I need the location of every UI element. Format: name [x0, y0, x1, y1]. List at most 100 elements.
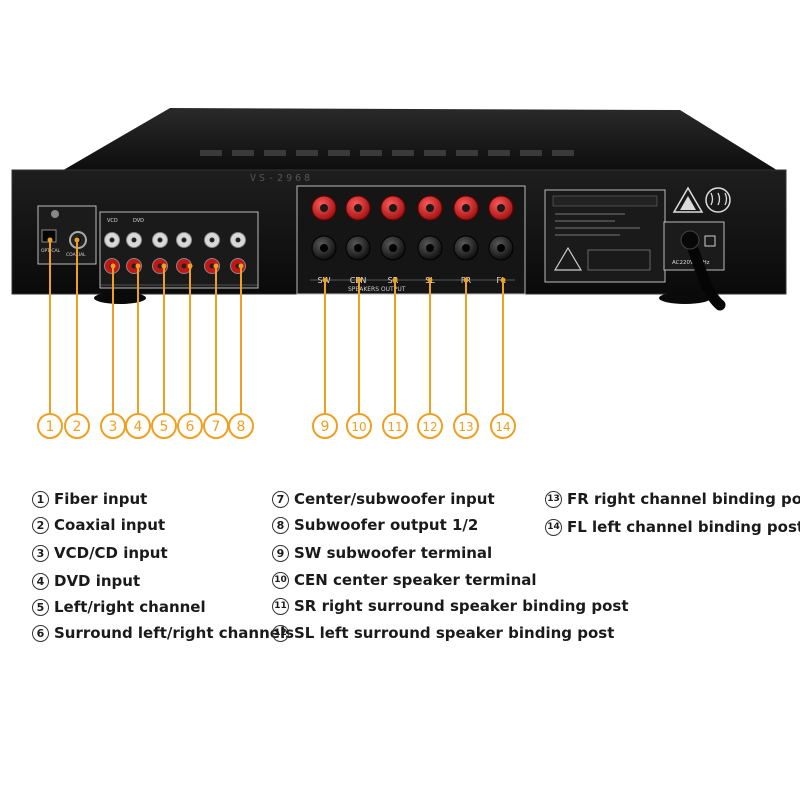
legend-text: SR right surround speaker binding post [294, 597, 629, 615]
heat-warning-icon [705, 187, 731, 213]
ground-screw [51, 210, 59, 218]
speakers-output-label: SPEAKERS OUTPUT [348, 286, 406, 293]
amplifier-rear-panel-diagram: VS-2968 OPTICAL COAXIAL VCD DVD SWCENSRS… [11, 108, 787, 439]
legend-text: VCD/CD input [54, 544, 168, 562]
rca-jack-white [126, 232, 142, 248]
legend-number: 14 [545, 518, 562, 536]
callout-badge: 8 [228, 413, 254, 439]
speaker-black-terminals [311, 235, 514, 261]
callout-badge: 4 [125, 413, 151, 439]
legend-item: 10 CEN center speaker terminal [272, 571, 537, 589]
vcd-label: VCD [107, 218, 118, 224]
callout-number: 13 [458, 420, 473, 434]
rca-jack-white [152, 232, 168, 248]
legend-text: SL left surround speaker binding post [294, 624, 615, 642]
speaker-terminal-black [311, 235, 337, 261]
legend-item: 9 SW subwoofer terminal [272, 544, 492, 562]
callout-badge: 1 [37, 413, 63, 439]
legend-item: 11 SR right surround speaker binding post [272, 597, 629, 615]
legend-item: 5 Left/right channel [32, 598, 206, 616]
legend-number: 3 [32, 544, 49, 562]
speaker-terminal-black [453, 235, 479, 261]
legend-item: 8 Subwoofer output 1/2 [272, 516, 478, 534]
callout-badge: 5 [151, 413, 177, 439]
rca-red-row [104, 258, 246, 274]
brand-logo-icon [672, 186, 704, 213]
model-label: VS-2968 [250, 173, 313, 184]
speaker-red-terminals [311, 195, 514, 221]
legend-number: 9 [272, 544, 289, 562]
legend-text: Left/right channel [54, 598, 206, 616]
chassis-top [60, 108, 780, 172]
legend-number: 2 [32, 516, 49, 534]
callout-badge: 9 [312, 413, 338, 439]
callout-badge: 14 [490, 413, 516, 439]
legend-item: 14 FL left channel binding post [545, 518, 800, 536]
callout-badge: 7 [203, 413, 229, 439]
legend-text: Surround left/right channels [54, 624, 295, 642]
vent-slots [200, 150, 574, 156]
rca-jack-white [176, 232, 192, 248]
callout-number: 2 [73, 419, 82, 435]
rca-jack-white [230, 232, 246, 248]
legend-item: 7 Center/subwoofer input [272, 490, 495, 508]
speaker-terminal-red [380, 195, 406, 221]
speaker-terminal-black [345, 235, 371, 261]
callout-badge: 12 [417, 413, 443, 439]
speaker-terminal-red [453, 195, 479, 221]
legend-number: 8 [272, 516, 289, 534]
callout-number: 5 [160, 419, 169, 435]
rca-jack-white [104, 232, 120, 248]
callout-number: 4 [134, 419, 143, 435]
foot-left [94, 292, 146, 304]
callout-badge: 10 [346, 413, 372, 439]
power-cord [684, 234, 726, 311]
legend-item: 2 Coaxial input [32, 516, 165, 534]
power-label: AC220V 50Hz [672, 260, 710, 266]
callout-badge: 11 [382, 413, 408, 439]
callout-badge: 6 [177, 413, 203, 439]
legend-text: FL left channel binding post [567, 518, 800, 536]
dvd-label: DVD [133, 218, 144, 224]
speaker-terminal-black [380, 235, 406, 261]
legend-item: 6 Surround left/right channels [32, 624, 294, 642]
legend-text: CEN center speaker terminal [294, 571, 537, 589]
warning-triangle-icon [553, 246, 583, 271]
callout-badge: 2 [64, 413, 90, 439]
legend-number: 10 [272, 571, 289, 589]
legend-number: 13 [545, 490, 562, 508]
speaker-terminal-red [488, 195, 514, 221]
legend-text: Center/subwoofer input [294, 490, 495, 508]
rca-input-plate [99, 211, 259, 289]
speaker-terminal-black [488, 235, 514, 261]
legend-item: 3 VCD/CD input [32, 544, 168, 562]
legend-number: 5 [32, 598, 49, 616]
legend-number: 1 [32, 490, 49, 508]
callout-number: 3 [109, 419, 118, 435]
legend-text: Subwoofer output 1/2 [294, 516, 479, 534]
legend-text: DVD input [54, 572, 141, 590]
rca-jack-white [204, 232, 220, 248]
legend-item: 12 SL left surround speaker binding post [272, 624, 614, 642]
legend-number: 7 [272, 490, 289, 508]
callout-number: 1 [46, 419, 55, 435]
callout-number: 10 [351, 420, 366, 434]
fuse-icon [704, 235, 716, 247]
legend-text: Coaxial input [54, 516, 166, 534]
callout-number: 9 [321, 419, 330, 435]
legend-number: 11 [272, 597, 289, 615]
callout-number: 7 [212, 419, 221, 435]
callout-number: 14 [495, 420, 510, 434]
speaker-terminal-red [417, 195, 443, 221]
callout-number: 11 [387, 420, 402, 434]
callout-lines [47, 237, 506, 413]
speaker-terminal-black [417, 235, 443, 261]
legend-number: 6 [32, 624, 49, 642]
legend-number: 12 [272, 624, 289, 642]
legend-text: SW subwoofer terminal [294, 544, 493, 562]
spec-text-lines [555, 213, 640, 236]
callout-number: 6 [186, 419, 195, 435]
